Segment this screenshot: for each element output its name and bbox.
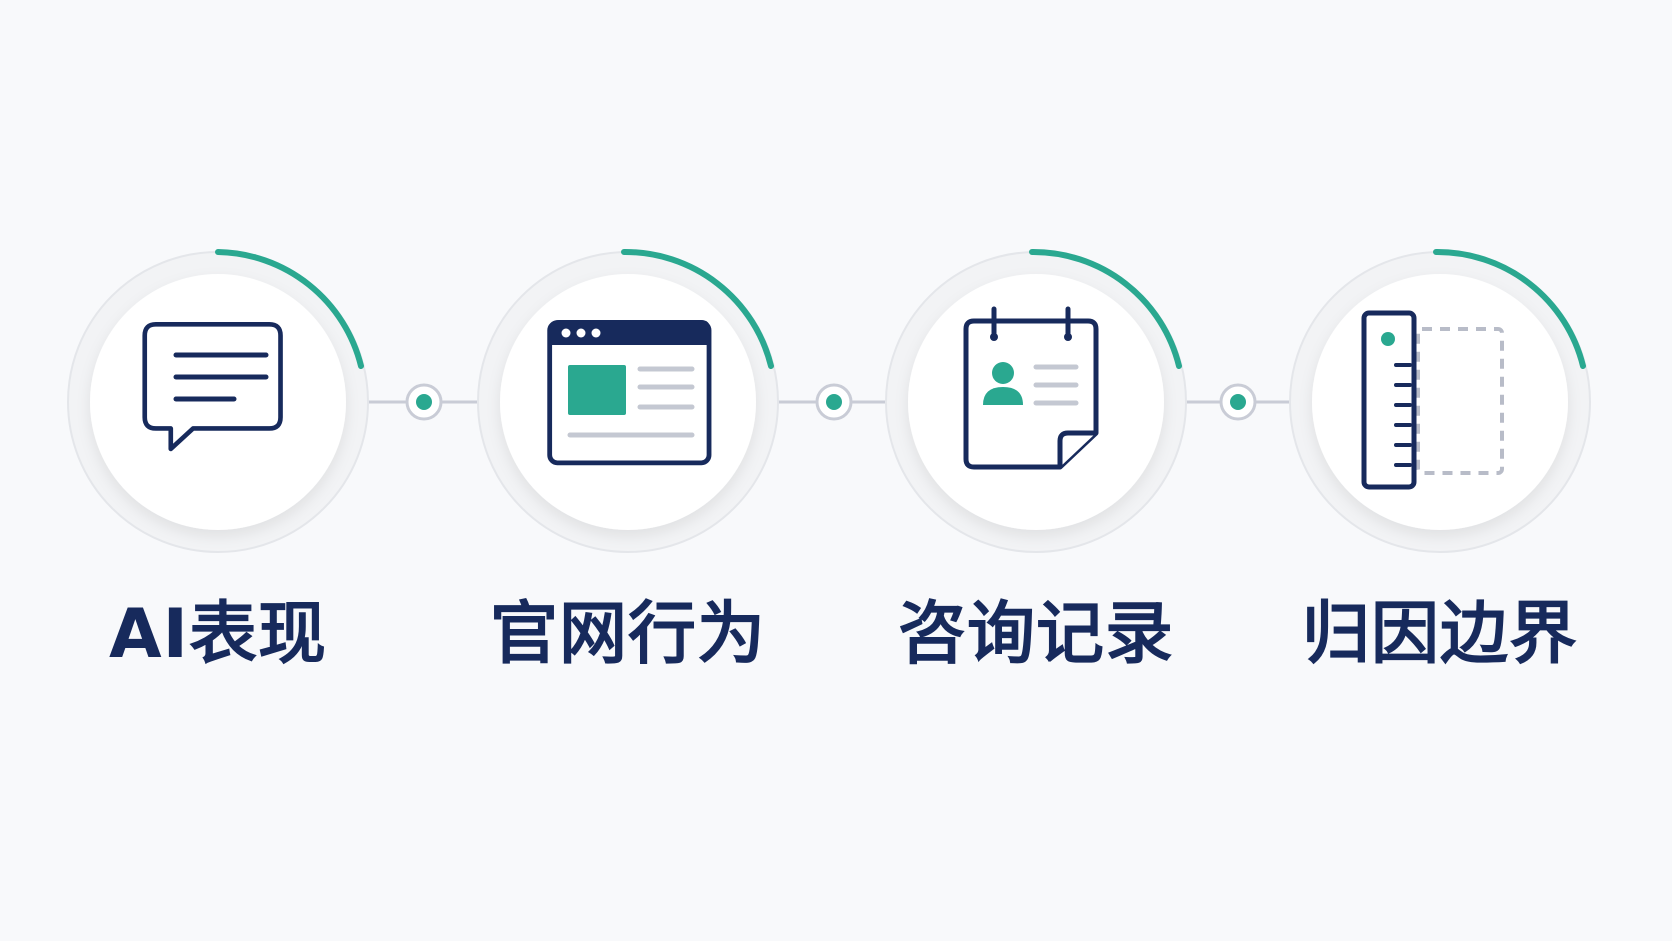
ruler-boundary-icon bbox=[1360, 310, 1520, 490]
step-label: 官网行为 bbox=[489, 595, 766, 674]
step-label: AI表现 bbox=[109, 595, 327, 674]
chat-bubble-icon bbox=[138, 315, 298, 475]
connector-3-4 bbox=[1182, 383, 1296, 421]
step-label: 咨询记录 bbox=[897, 595, 1174, 674]
step-consultation-record: 咨询记录 bbox=[881, 240, 1191, 674]
step-circle bbox=[881, 240, 1191, 553]
step-circle bbox=[63, 240, 373, 553]
connector-1-2 bbox=[364, 383, 483, 421]
step-circle bbox=[1285, 240, 1595, 553]
step-ai-performance: AI表现 bbox=[63, 240, 373, 674]
contact-record-icon bbox=[956, 306, 1116, 475]
step-website-behavior: 官网行为 bbox=[473, 240, 783, 674]
browser-window-icon bbox=[547, 315, 712, 475]
step-circle bbox=[473, 240, 783, 553]
step-label: 归因边界 bbox=[1301, 595, 1578, 674]
connector-2-3 bbox=[774, 383, 890, 421]
step-attribution-boundary: 归因边界 bbox=[1285, 240, 1595, 674]
